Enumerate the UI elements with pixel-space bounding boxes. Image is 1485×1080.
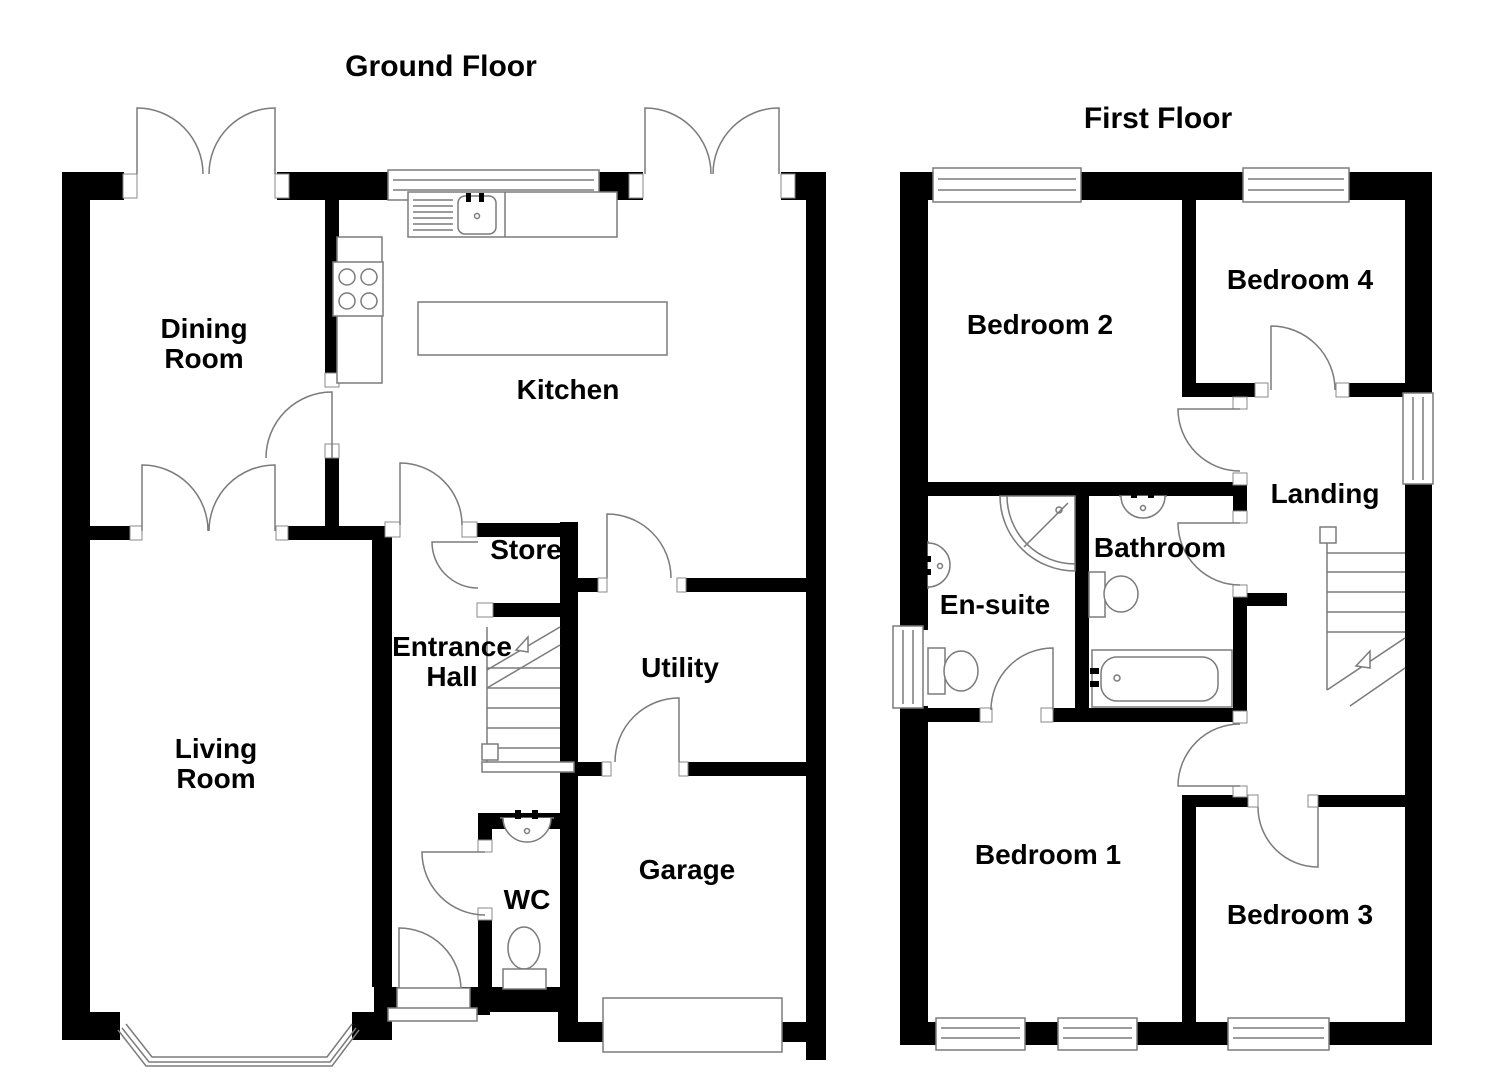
first-floor-windows — [892, 167, 1434, 1051]
bedroom1-window2-icon — [1057, 1017, 1138, 1051]
wc-sink-icon — [500, 810, 554, 843]
bathroom-toilet-icon — [1088, 571, 1139, 618]
first-exterior-walls — [900, 172, 1432, 1045]
room-label-bedroom4: Bedroom 4 — [1226, 263, 1374, 295]
ground-stairs-icon — [481, 626, 575, 773]
first-floor-plan — [892, 167, 1434, 1051]
shower-icon — [999, 495, 1076, 572]
bedroom4-window-icon — [1242, 167, 1350, 203]
bay-window-icon — [117, 1023, 360, 1067]
bedroom1-window-icon — [935, 1017, 1026, 1051]
landing-window-icon — [1402, 392, 1434, 485]
ensuite-toilet-icon — [927, 647, 979, 695]
first-door-jambs — [979, 382, 1350, 808]
bedroom2-window-icon — [932, 167, 1082, 203]
room-label-entrance-hall: Entrance Hall — [392, 630, 512, 692]
room-label-store: Store — [490, 533, 562, 565]
room-label-bathroom: Bathroom — [1093, 531, 1227, 563]
first-stairs-icon — [1319, 526, 1406, 707]
room-label-landing: Landing — [1270, 477, 1380, 509]
ground-floor-plan — [62, 107, 826, 1067]
room-label-bedroom2: Bedroom 2 — [966, 308, 1114, 340]
first-door-arcs — [990, 325, 1336, 868]
room-label-ensuite: En-suite — [939, 588, 1051, 620]
ensuite-sink-icon — [923, 541, 951, 589]
ensuite-window-icon — [892, 625, 924, 709]
ground-door-jambs — [122, 173, 796, 921]
garage-door — [602, 997, 783, 1053]
kitchen-island — [417, 301, 668, 356]
ground-floor-title: Ground Floor — [345, 49, 537, 83]
bathtub-icon — [1090, 649, 1233, 708]
wc-toilet-icon — [502, 926, 547, 990]
kitchen-counter — [407, 191, 618, 238]
room-label-dining-room: Dining Room — [160, 312, 248, 374]
ground-interior-walls — [90, 200, 806, 1015]
room-label-living-room: Living Room — [174, 732, 258, 794]
room-label-kitchen: Kitchen — [516, 373, 620, 405]
front-door-step — [387, 987, 478, 1022]
kitchen-sink-icon — [457, 193, 497, 235]
room-label-utility: Utility — [641, 651, 719, 683]
room-label-bedroom3: Bedroom 3 — [1226, 898, 1374, 930]
bedroom3-window-icon — [1227, 1017, 1330, 1051]
room-label-garage: Garage — [638, 853, 736, 885]
hob-icon — [332, 236, 384, 384]
bathroom-sink-icon — [1119, 489, 1167, 519]
first-floor-title: First Floor — [1083, 101, 1233, 135]
room-label-wc: WC — [503, 883, 551, 915]
room-label-bedroom1: Bedroom 1 — [974, 838, 1122, 870]
ground-door-arcs — [136, 107, 780, 991]
